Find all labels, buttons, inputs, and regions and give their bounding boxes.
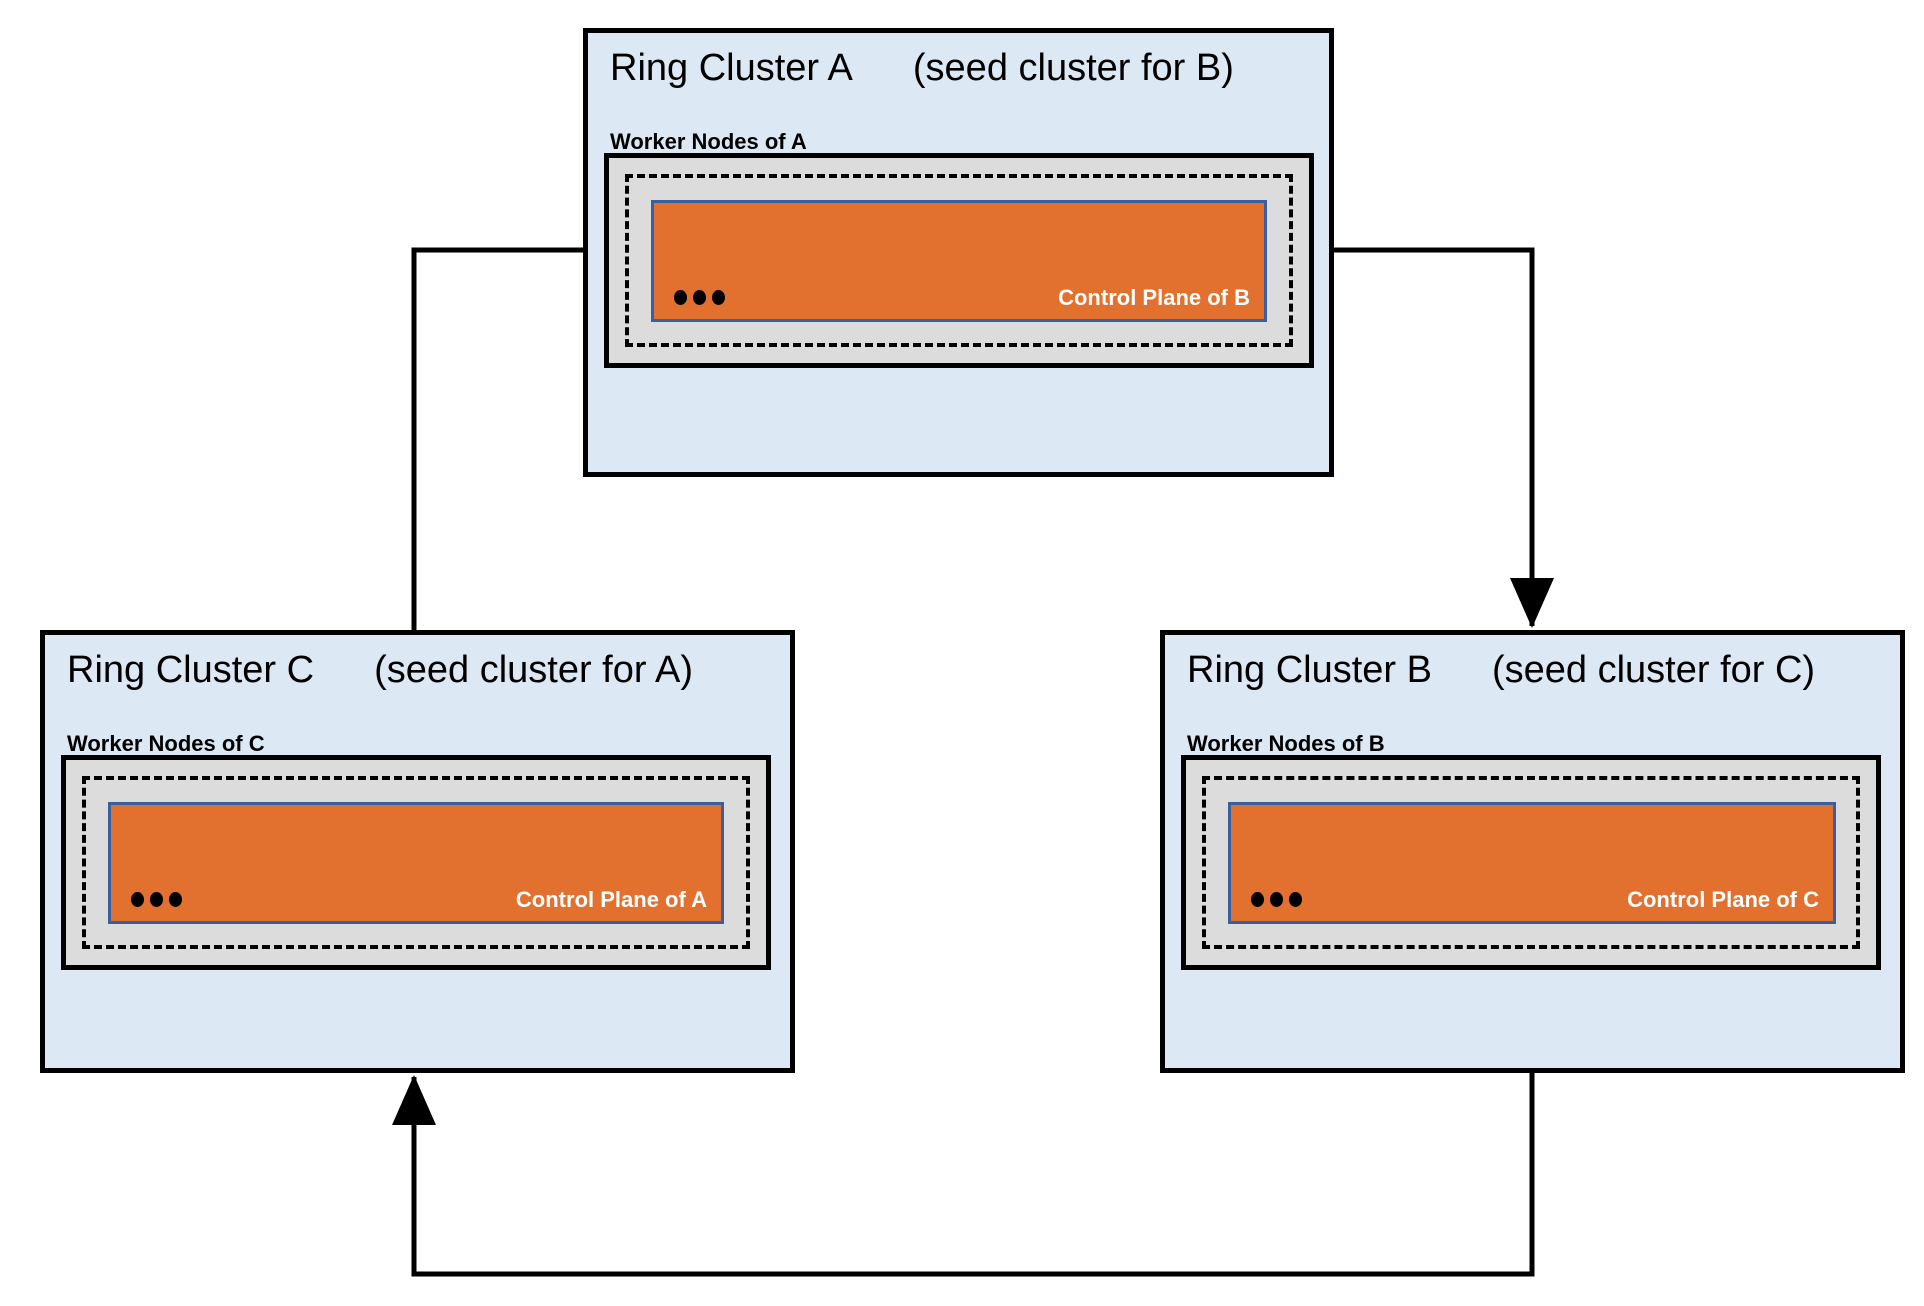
cluster-c-title: Ring Cluster C (seed cluster for A) bbox=[67, 649, 693, 692]
cluster-c-ellipsis-icon bbox=[131, 892, 182, 907]
connector-a-to-b bbox=[1334, 247, 1554, 628]
cluster-b-dashed-frame bbox=[1202, 776, 1860, 949]
cluster-b[interactable]: Ring Cluster B (seed cluster for C) Work… bbox=[1160, 630, 1905, 1073]
cluster-c-seed-note: (seed cluster for A) bbox=[374, 649, 693, 691]
cluster-c-name: Ring Cluster C bbox=[67, 649, 315, 691]
cluster-c-worker-box[interactable]: Control Plane of A bbox=[61, 755, 771, 970]
connector-b-to-c bbox=[392, 1073, 1535, 1277]
cluster-b-ellipsis-icon bbox=[1251, 892, 1302, 907]
cluster-a-seed-note: (seed cluster for B) bbox=[912, 47, 1234, 89]
cluster-a-control-plane[interactable]: Control Plane of B bbox=[651, 200, 1267, 322]
cluster-c-worker-label: Worker Nodes of C bbox=[67, 731, 265, 756]
cluster-b-title: Ring Cluster B (seed cluster for C) bbox=[1187, 649, 1815, 692]
cluster-a-dashed-frame bbox=[625, 174, 1293, 347]
cluster-a[interactable]: Ring Cluster A (seed cluster for B) Work… bbox=[583, 28, 1334, 477]
cluster-a-worker-label: Worker Nodes of A bbox=[610, 129, 807, 154]
cluster-b-control-plane[interactable]: Control Plane of C bbox=[1228, 802, 1836, 924]
cluster-a-name: Ring Cluster A bbox=[610, 47, 853, 89]
cluster-b-worker-label: Worker Nodes of B bbox=[1187, 731, 1385, 756]
cluster-b-name: Ring Cluster B bbox=[1187, 649, 1432, 691]
cluster-a-ellipsis-icon bbox=[674, 290, 725, 305]
cluster-c-dashed-frame bbox=[82, 776, 750, 949]
cluster-a-title: Ring Cluster A (seed cluster for B) bbox=[610, 47, 1234, 90]
cluster-b-worker-box[interactable]: Control Plane of C bbox=[1181, 755, 1881, 970]
cluster-b-seed-note: (seed cluster for C) bbox=[1491, 649, 1816, 691]
cluster-c[interactable]: Ring Cluster C (seed cluster for A) Work… bbox=[40, 630, 795, 1073]
cluster-a-control-plane-label: Control Plane of B bbox=[1058, 285, 1250, 310]
cluster-b-control-plane-label: Control Plane of C bbox=[1627, 887, 1819, 912]
cluster-a-worker-box[interactable]: Control Plane of B bbox=[604, 153, 1314, 368]
cluster-c-control-plane[interactable]: Control Plane of A bbox=[108, 802, 724, 924]
cluster-c-control-plane-label: Control Plane of A bbox=[515, 887, 707, 912]
